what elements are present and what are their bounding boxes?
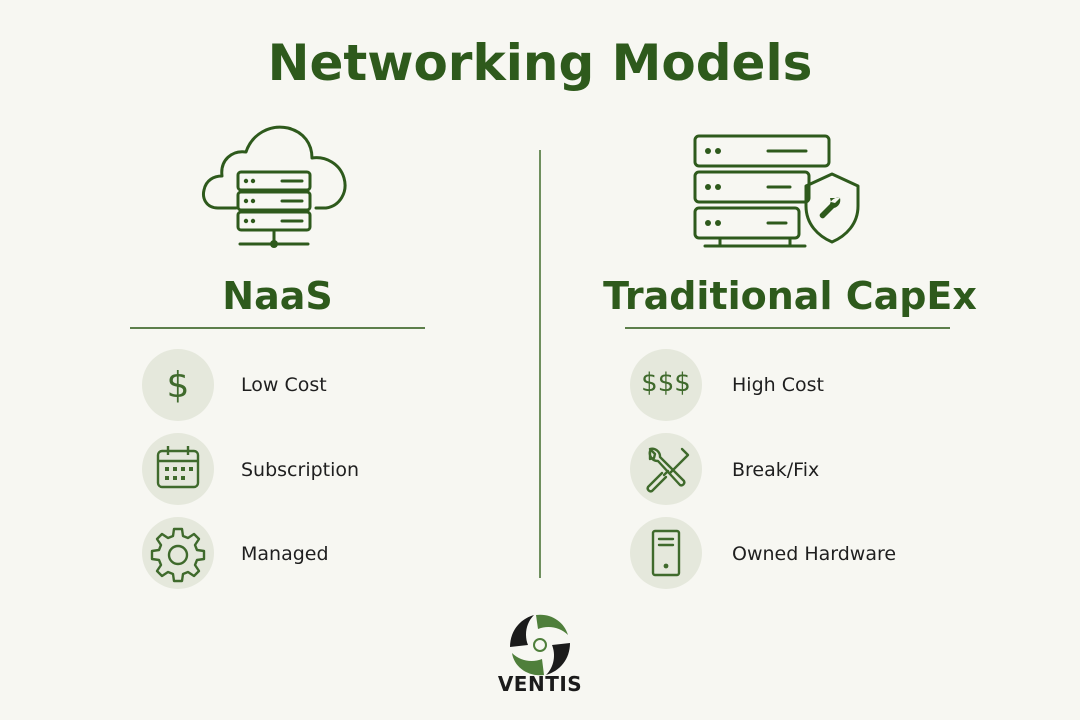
ventis-logo-icon bbox=[510, 614, 570, 676]
svg-text:$: $ bbox=[167, 365, 190, 406]
feature-circle bbox=[142, 433, 214, 505]
capex-heading: Traditional CapEx bbox=[603, 274, 977, 318]
feature-break-fix: Break/Fix bbox=[732, 459, 820, 481]
tools-icon bbox=[646, 447, 690, 493]
dollar-icon: $ bbox=[167, 365, 190, 406]
feature-managed: Managed bbox=[241, 543, 329, 565]
feature-circle: $$$ bbox=[630, 349, 702, 421]
feature-high-cost: High Cost bbox=[732, 374, 824, 396]
server-tower-icon bbox=[651, 529, 681, 577]
feature-circle: $ bbox=[142, 349, 214, 421]
naas-heading: NaaS bbox=[222, 274, 333, 318]
feature-subscription: Subscription bbox=[241, 459, 360, 481]
feature-owned-hardware: Owned Hardware bbox=[732, 543, 897, 565]
right-rule bbox=[625, 327, 950, 329]
gear-icon bbox=[150, 527, 206, 583]
ventis-logo-text: VENTIS bbox=[497, 672, 583, 696]
center-divider bbox=[539, 150, 541, 578]
triple-dollar-icon: $$$ bbox=[641, 368, 691, 398]
feature-circle bbox=[142, 517, 214, 589]
left-rule bbox=[130, 327, 425, 329]
page-title: Networking Models bbox=[267, 34, 813, 92]
feature-circle bbox=[630, 517, 702, 589]
feature-low-cost: Low Cost bbox=[241, 374, 327, 396]
server-shield-icon bbox=[693, 134, 860, 248]
calendar-icon bbox=[156, 446, 200, 489]
cloud-server-icon bbox=[202, 125, 347, 248]
feature-circle bbox=[630, 433, 702, 505]
